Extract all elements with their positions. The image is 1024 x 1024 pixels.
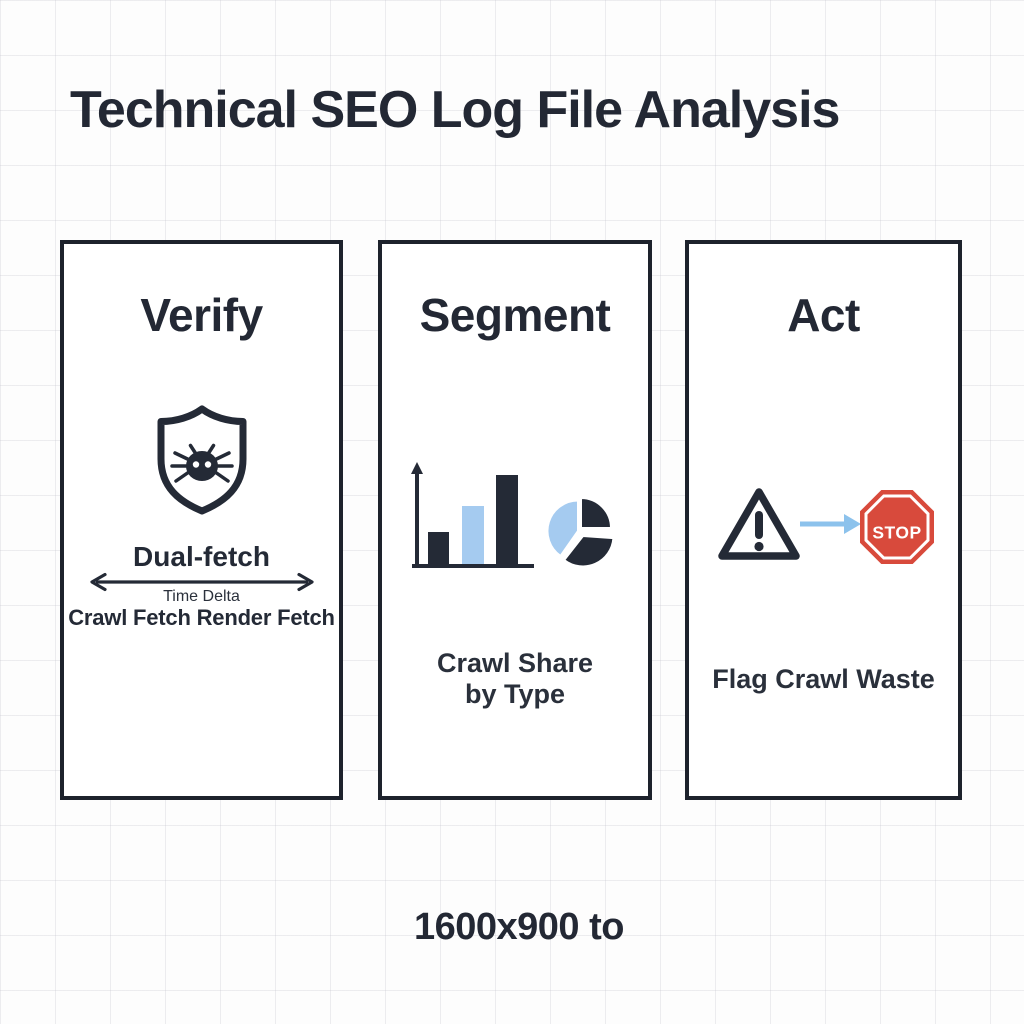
flag-crawl-waste-caption: Flag Crawl Waste <box>712 664 935 694</box>
page-title: Technical SEO Log File Analysis <box>70 81 840 139</box>
warning-triangle-icon <box>715 484 803 566</box>
arrow-right-icon <box>800 512 862 536</box>
card-verify: Verify Dual-fetch <box>60 240 343 800</box>
pie-chart-icon <box>545 498 617 570</box>
stop-sign-icon: STOP <box>859 489 935 565</box>
card-segment: Segment Crawl Share by Type <box>378 240 652 800</box>
card-segment-heading: Segment <box>419 289 611 341</box>
double-arrow-icon <box>64 572 339 592</box>
crawl-share-line1: Crawl Share <box>436 648 594 678</box>
dual-fetch-label: Dual-fetch <box>133 541 270 572</box>
crawl-fetch-render-fetch-label: Crawl Fetch Render Fetch <box>68 605 335 630</box>
card-act-heading: Act <box>787 289 860 341</box>
footer-caption: 1600x900 to <box>414 906 625 948</box>
crawl-share-caption: Crawl Share by Type <box>382 648 648 710</box>
shield-spider-icon <box>64 404 339 516</box>
bar-chart-icon <box>410 462 536 570</box>
card-act: Act STOP Flag Crawl Waste <box>685 240 962 800</box>
crawl-share-line2: by Type <box>464 679 566 710</box>
time-delta-label: Time Delta <box>163 588 240 605</box>
card-verify-heading: Verify <box>140 289 263 341</box>
stop-sign-label: STOP <box>872 523 921 543</box>
